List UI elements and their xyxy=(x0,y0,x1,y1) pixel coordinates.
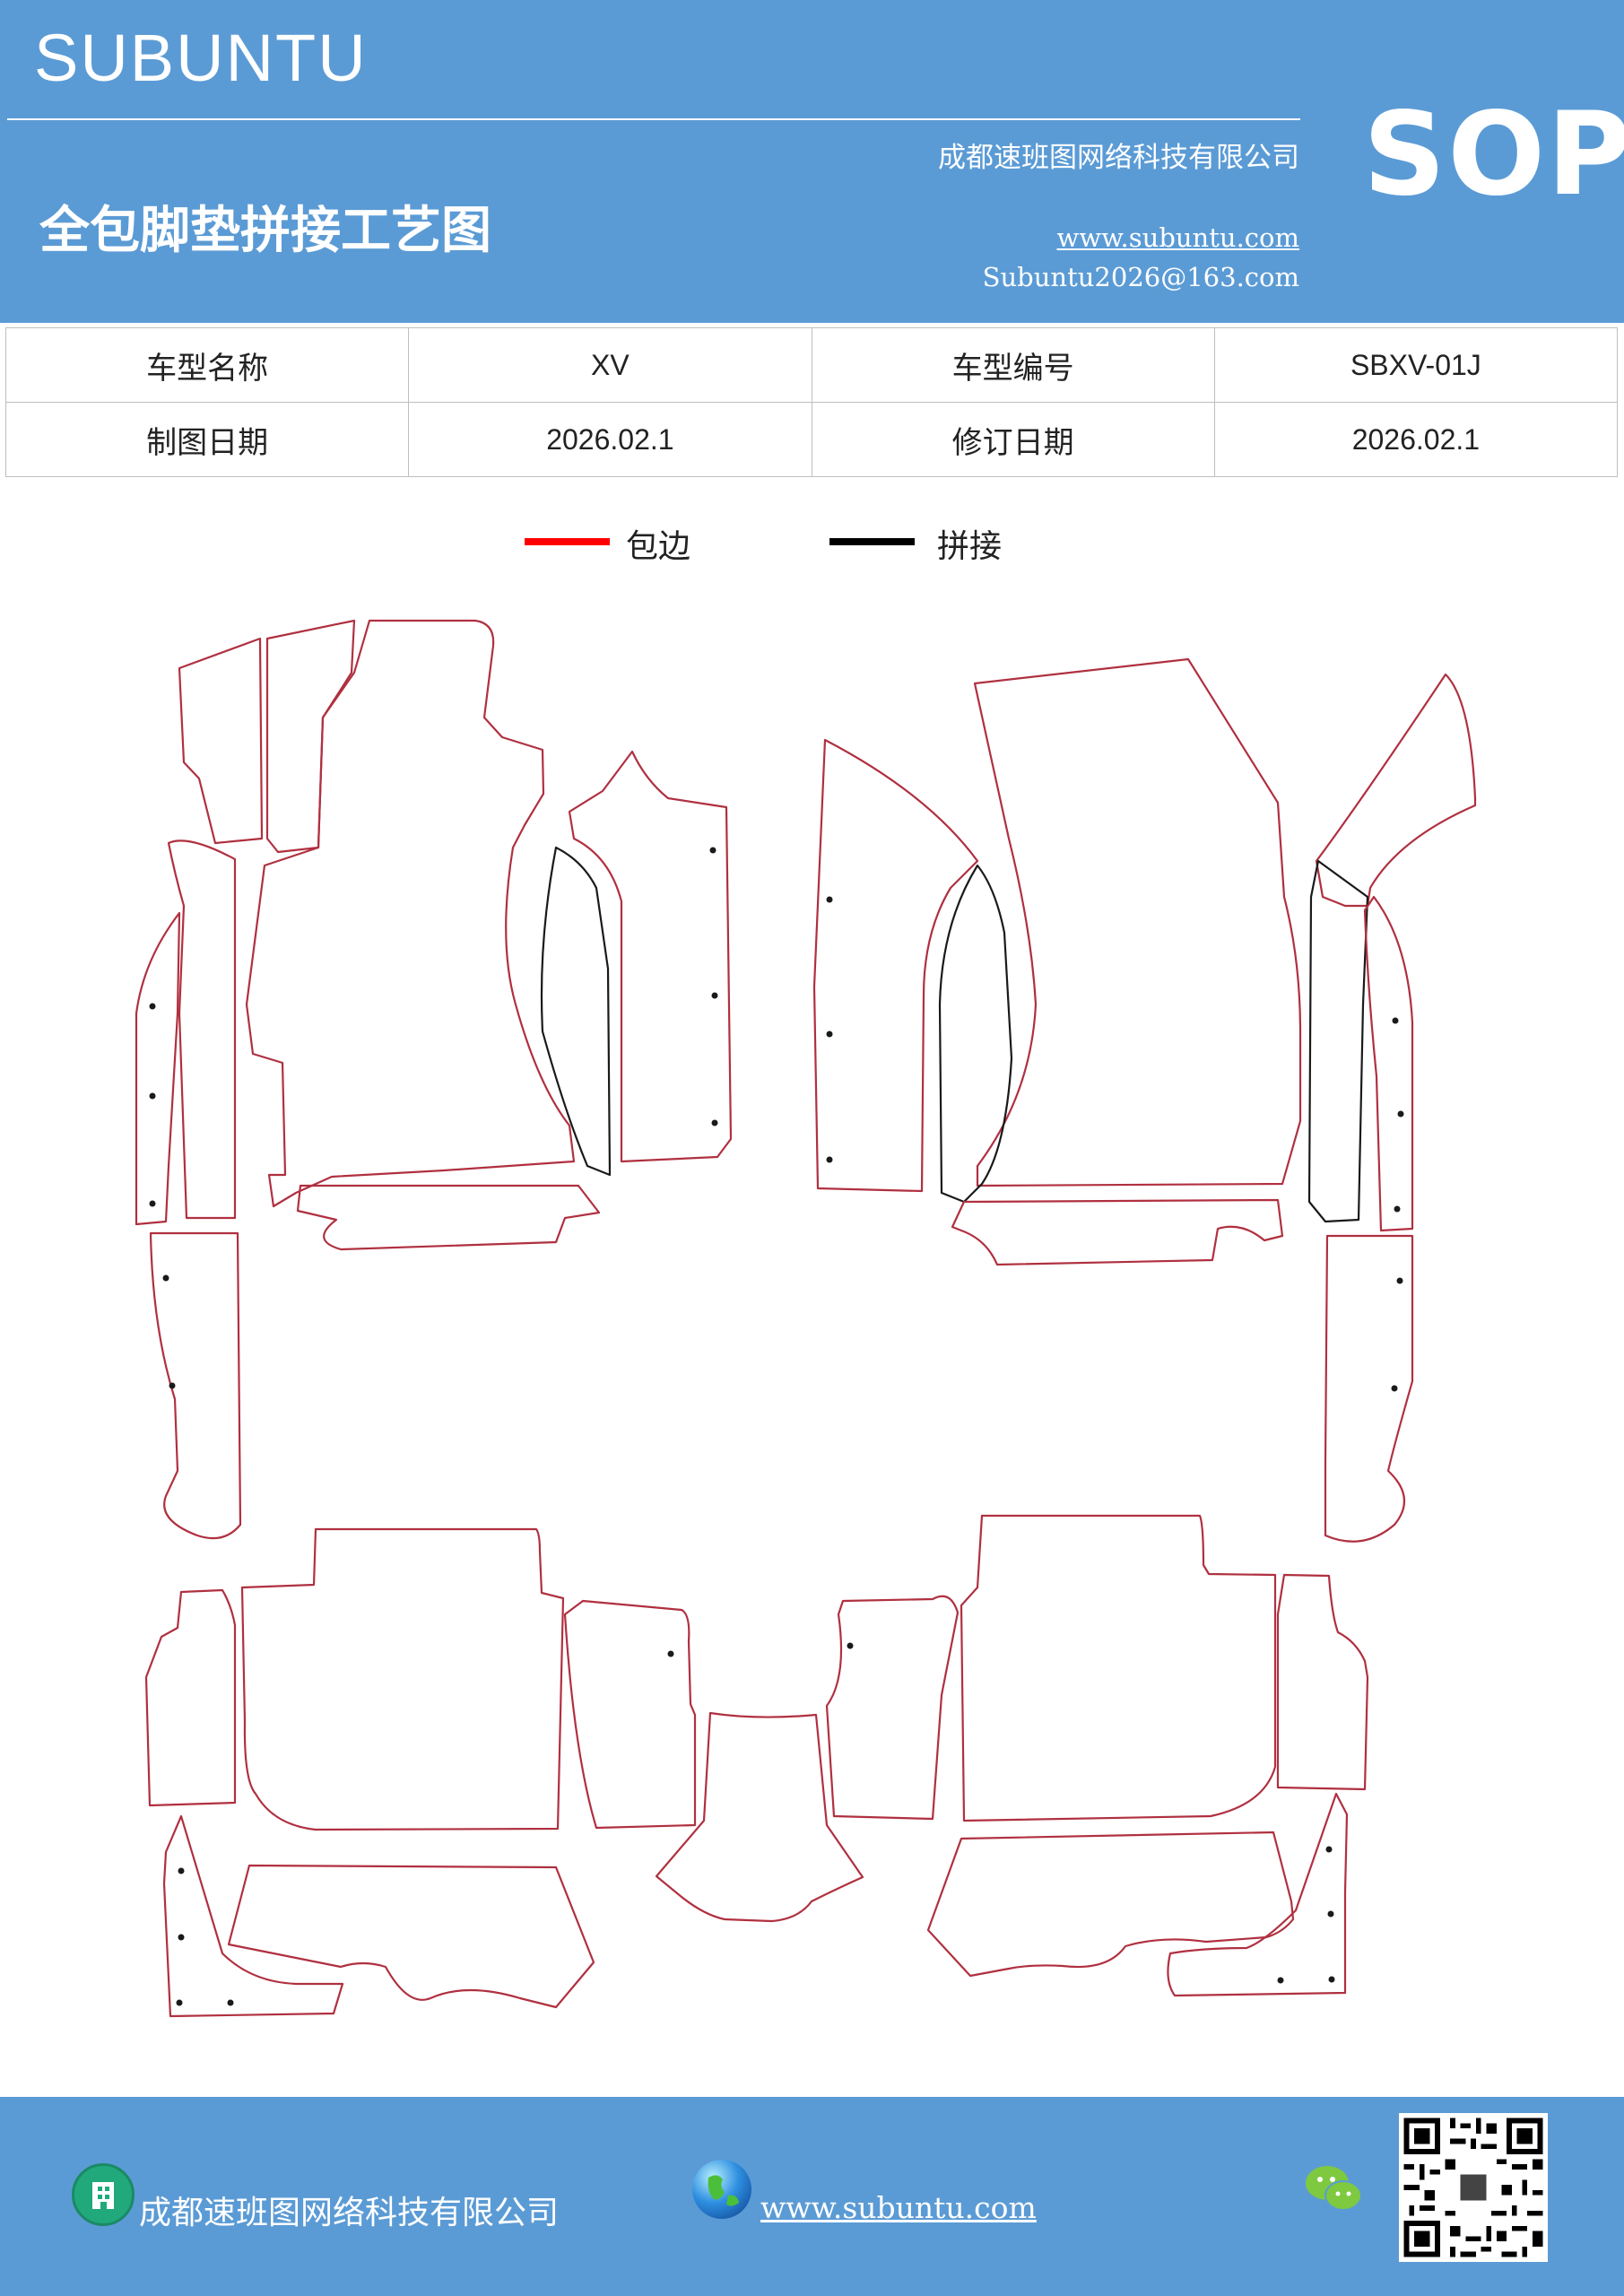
value-model-name: XV xyxy=(408,327,812,403)
footer-company-name: 成都速班图网络科技有限公司 xyxy=(139,2195,560,2231)
footer-website-link[interactable]: www.subuntu.com xyxy=(760,2190,1037,2225)
globe-icon xyxy=(692,2160,751,2219)
value-revision-date: 2026.02.1 xyxy=(1213,402,1619,477)
rr-outer-piece xyxy=(1276,1573,1369,1791)
tunnel-piece xyxy=(655,1711,864,1923)
rl-outer-piece xyxy=(144,1588,237,1807)
brand-logo-text: SUBUNTU xyxy=(34,21,368,95)
fl-heel-pad xyxy=(296,1184,601,1251)
rl-clip-points xyxy=(176,1650,674,2006)
table-row: 车型名称 XV 车型编号 SBXV-01J xyxy=(4,327,1619,403)
header-company-name: 成都速班图网络科技有限公司 xyxy=(938,142,1299,174)
rr-footwell xyxy=(926,1831,1295,1978)
fl-left-strip xyxy=(167,839,237,1220)
rl-side-piece xyxy=(563,1599,697,1830)
rr-main-panel xyxy=(960,1514,1277,1822)
building-icon xyxy=(72,2163,135,2226)
rl-main-panel xyxy=(240,1527,565,1831)
fl-inner-seam-piece xyxy=(540,846,612,1177)
sop-badge: SOP xyxy=(1363,88,1624,222)
fl-panel-top-mid xyxy=(265,619,356,854)
fr-right-wing xyxy=(1324,1234,1414,1543)
rr-side-piece xyxy=(825,1595,960,1821)
rr-clip-points xyxy=(847,1642,1335,1984)
label-revision-date: 修订日期 xyxy=(811,402,1215,477)
fr-heel-pad xyxy=(951,1198,1284,1266)
fr-inner-seam-piece xyxy=(938,864,1013,1204)
fr-sill-strip xyxy=(1307,859,1369,1223)
label-model-code: 车型编号 xyxy=(811,327,1215,403)
rl-footwell xyxy=(227,1864,595,2009)
fl-sill-strip xyxy=(135,911,181,1226)
front-right-mat xyxy=(812,657,1477,1543)
center-tunnel-mat xyxy=(655,1711,864,1923)
fl-clip-points xyxy=(149,847,718,1389)
label-model-name: 车型名称 xyxy=(4,327,410,403)
fl-main-panel xyxy=(245,619,576,1208)
fl-panel-top-left xyxy=(178,637,264,845)
fr-door-strip xyxy=(812,738,979,1193)
label-drawing-date: 制图日期 xyxy=(4,402,410,477)
value-model-code: SBXV-01J xyxy=(1213,327,1619,403)
line-legend: 包边 拼接 xyxy=(0,520,1624,574)
legend-label-edging: 包边 xyxy=(626,528,691,565)
legend-swatch-edging xyxy=(525,538,610,545)
document-title: 全包脚垫拼接工艺图 xyxy=(39,202,491,260)
front-left-mat xyxy=(135,619,733,1540)
header-banner: SUBUNTU 成都速班图网络科技有限公司 SOP 全包脚垫拼接工艺图 www.… xyxy=(0,0,1624,323)
rl-corner-piece xyxy=(162,1814,344,2018)
legend-label-seam: 拼接 xyxy=(937,528,1003,565)
table-row: 制图日期 2026.02.1 修订日期 2026.02.1 xyxy=(4,402,1619,477)
wechat-icon xyxy=(1306,2166,1362,2211)
floor-mat-pattern-drawing xyxy=(135,619,1477,2018)
qr-code[interactable] xyxy=(1399,2113,1548,2262)
fr-main-panel xyxy=(973,657,1302,1187)
rr-corner-piece xyxy=(1167,1792,1349,1997)
vehicle-info-table: 车型名称 XV 车型编号 SBXV-01J 制图日期 2026.02.1 修订日… xyxy=(4,327,1619,477)
header-divider xyxy=(7,118,1300,120)
rear-left-mat xyxy=(144,1527,697,2018)
fr-clip-points xyxy=(826,896,1404,1392)
fl-tunnel-strip xyxy=(568,750,733,1163)
legend-swatch-seam xyxy=(829,538,915,545)
fr-right-wing-top xyxy=(1315,673,1477,908)
header-website-link[interactable]: www.subuntu.com xyxy=(1056,222,1299,253)
header-email: Subuntu2026@163.com xyxy=(982,262,1299,292)
value-drawing-date: 2026.02.1 xyxy=(408,402,812,477)
footer-banner: 成都速班图网络科技有限公司 www.subuntu.com xyxy=(0,2097,1624,2296)
fr-right-strip xyxy=(1363,895,1414,1232)
fl-left-wing xyxy=(149,1231,242,1540)
rear-right-mat xyxy=(825,1514,1369,1997)
